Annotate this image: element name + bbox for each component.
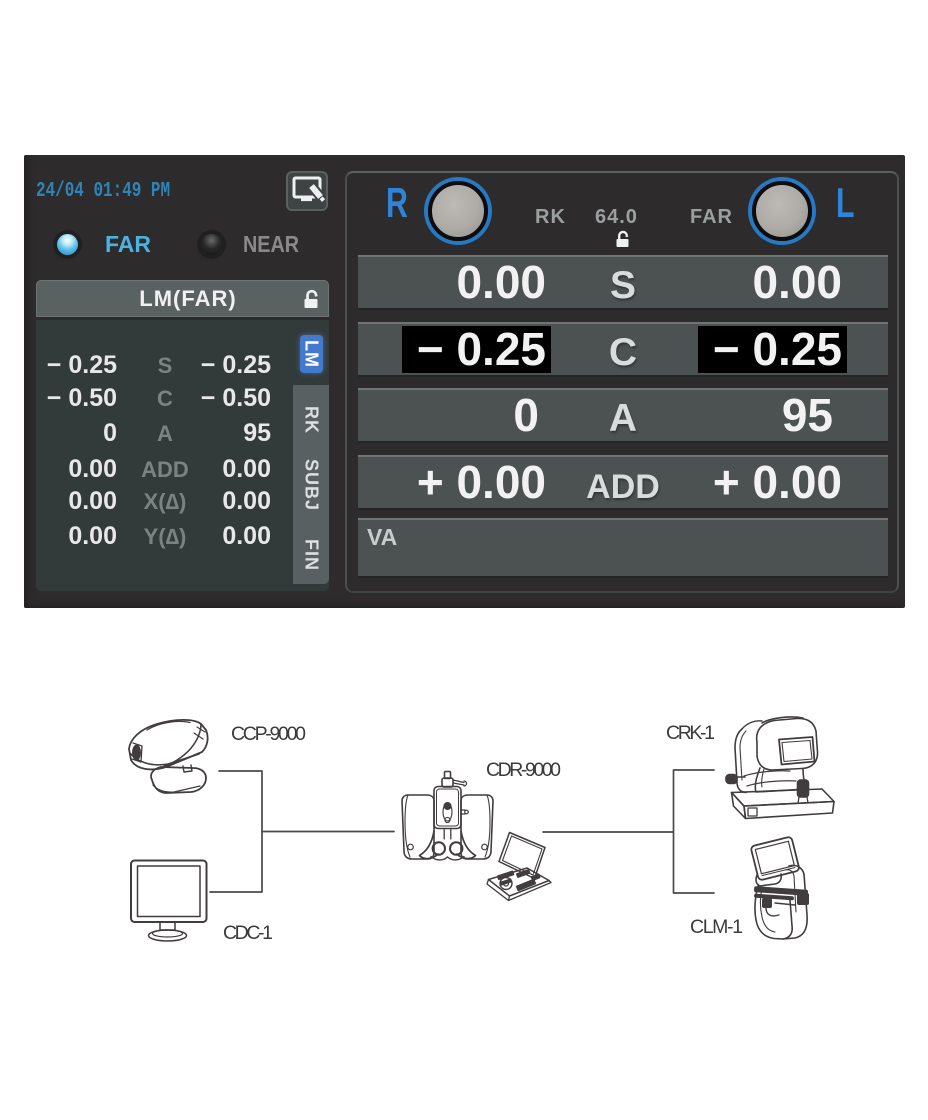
svg-text:CCP-9000: CCP-9000 (231, 723, 306, 745)
svg-text:CDC-1: CDC-1 (223, 922, 273, 944)
svg-text:CDR-9000: CDR-9000 (486, 759, 561, 781)
svg-text:CRK-1: CRK-1 (666, 722, 715, 744)
svg-text:CLM-1: CLM-1 (690, 916, 743, 938)
